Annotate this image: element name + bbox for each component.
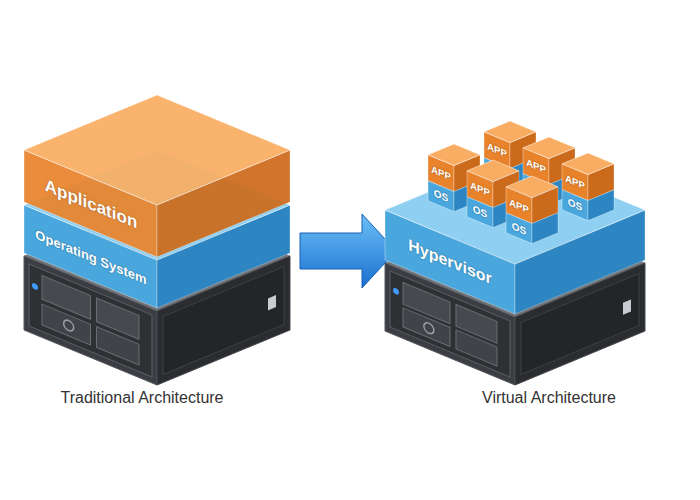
prism-outline	[24, 95, 290, 257]
prism-outline	[562, 153, 614, 221]
architecture-caption: Traditional Architecture	[60, 389, 223, 407]
architecture-caption: Virtual Architecture	[482, 389, 616, 407]
prism-outline	[506, 176, 558, 244]
application-layer: Application	[24, 95, 290, 257]
server-unit	[385, 209, 645, 385]
vm-cube: APPOS	[562, 153, 614, 221]
vm-cube: APPOS	[506, 176, 558, 244]
transition-arrow	[300, 214, 396, 288]
